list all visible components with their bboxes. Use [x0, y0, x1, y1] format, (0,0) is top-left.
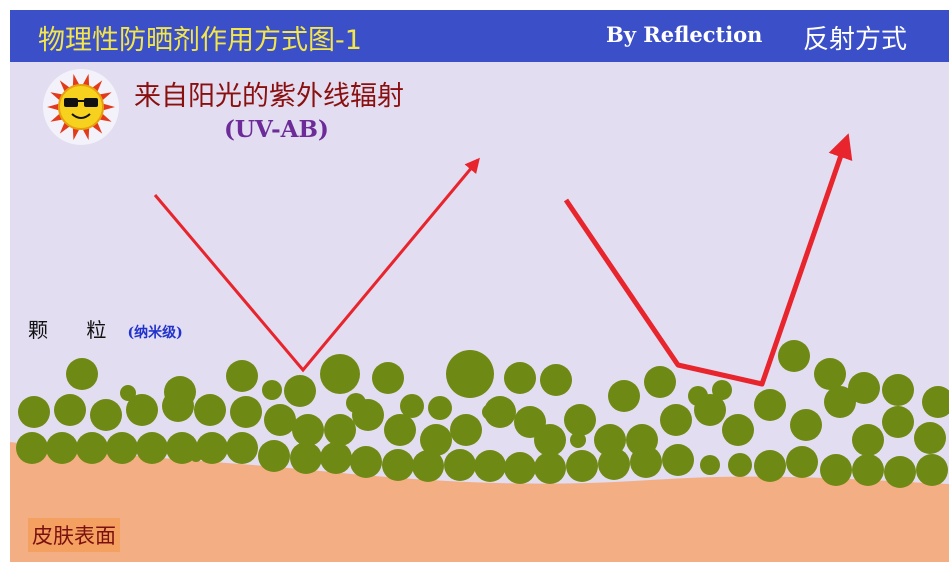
particle	[700, 455, 720, 475]
particle	[66, 358, 98, 390]
particle	[194, 394, 226, 426]
particle	[566, 450, 598, 482]
particle	[474, 450, 506, 482]
particle	[598, 448, 630, 480]
particle	[882, 374, 914, 406]
particle	[400, 394, 424, 418]
particle	[230, 396, 262, 428]
particle	[722, 414, 754, 446]
particle-layer	[16, 340, 949, 488]
particle	[16, 432, 48, 464]
particle	[290, 442, 322, 474]
particle	[120, 385, 136, 401]
particle	[320, 442, 352, 474]
particle	[608, 380, 640, 412]
particle	[564, 404, 596, 436]
particle	[350, 446, 382, 478]
particle	[136, 432, 168, 464]
particle	[570, 432, 586, 448]
particle	[754, 389, 786, 421]
particle	[790, 409, 822, 441]
particle	[46, 432, 78, 464]
particle	[824, 386, 856, 418]
particle	[284, 375, 316, 407]
uv-source-subtitle: (UV-AB)	[224, 116, 329, 143]
particle	[226, 432, 258, 464]
diagram-title: 物理性防晒剂作用方式图-1	[38, 25, 362, 56]
particle	[660, 404, 692, 436]
particle	[372, 362, 404, 394]
particle	[504, 362, 536, 394]
title-bar: 物理性防晒剂作用方式图-1 By Reflection 反射方式	[10, 10, 949, 62]
diagram-canvas	[10, 69, 949, 562]
particle	[626, 424, 658, 456]
particle	[852, 424, 884, 456]
uv-ray-left	[153, 157, 480, 373]
skin-surface-label: 皮肤表面	[28, 518, 120, 552]
particle	[446, 350, 494, 398]
particle	[444, 449, 476, 481]
particle	[126, 394, 158, 426]
particle	[346, 393, 366, 413]
particle	[662, 444, 694, 476]
particle	[226, 360, 258, 392]
sun-with-sunglasses-icon	[43, 69, 119, 145]
particle	[384, 414, 416, 446]
particle	[264, 404, 296, 436]
particle	[320, 354, 360, 394]
particle	[484, 396, 516, 428]
particle	[262, 380, 282, 400]
particle	[688, 386, 708, 406]
particle	[258, 440, 290, 472]
particle	[54, 394, 86, 426]
particle-label: 颗 粒 (纳米级)	[28, 314, 183, 343]
particle	[594, 424, 626, 456]
particle	[786, 446, 818, 478]
mode-label: 反射方式	[803, 25, 908, 55]
particle	[382, 449, 414, 481]
particle	[852, 454, 884, 486]
particle	[412, 450, 444, 482]
particle	[728, 453, 752, 477]
particle	[196, 432, 228, 464]
particle	[504, 452, 536, 484]
particle	[814, 358, 846, 390]
particle	[540, 364, 572, 396]
particle	[778, 340, 810, 372]
diagram-slide: 物理性防晒剂作用方式图-1 By Reflection 反射方式 来自阳	[10, 10, 949, 562]
particle	[712, 380, 732, 400]
particle	[848, 372, 880, 404]
particle-label-note: (纳米级)	[127, 325, 183, 341]
particle	[420, 424, 452, 456]
particle	[450, 414, 482, 446]
particle	[922, 386, 949, 418]
particle	[292, 414, 324, 446]
particle	[190, 450, 202, 462]
diagram-subtitle: By Reflection	[606, 22, 763, 47]
particle	[882, 406, 914, 438]
particle	[534, 424, 566, 456]
skin-surface	[10, 442, 949, 562]
uv-source-title: 来自阳光的紫外线辐射	[134, 81, 404, 112]
particle	[18, 396, 50, 428]
particle	[534, 452, 566, 484]
particle	[914, 422, 946, 454]
particle	[90, 399, 122, 431]
uv-ray-right	[563, 133, 853, 387]
particle	[916, 454, 948, 486]
particle-label-main: 颗 粒	[28, 318, 123, 342]
particle	[106, 432, 138, 464]
particle	[76, 432, 108, 464]
particle	[324, 414, 356, 446]
particle	[820, 454, 852, 486]
particle	[644, 366, 676, 398]
particle	[482, 404, 498, 420]
particle	[884, 456, 916, 488]
particle	[754, 450, 786, 482]
particle	[164, 376, 196, 408]
particle	[428, 396, 452, 420]
